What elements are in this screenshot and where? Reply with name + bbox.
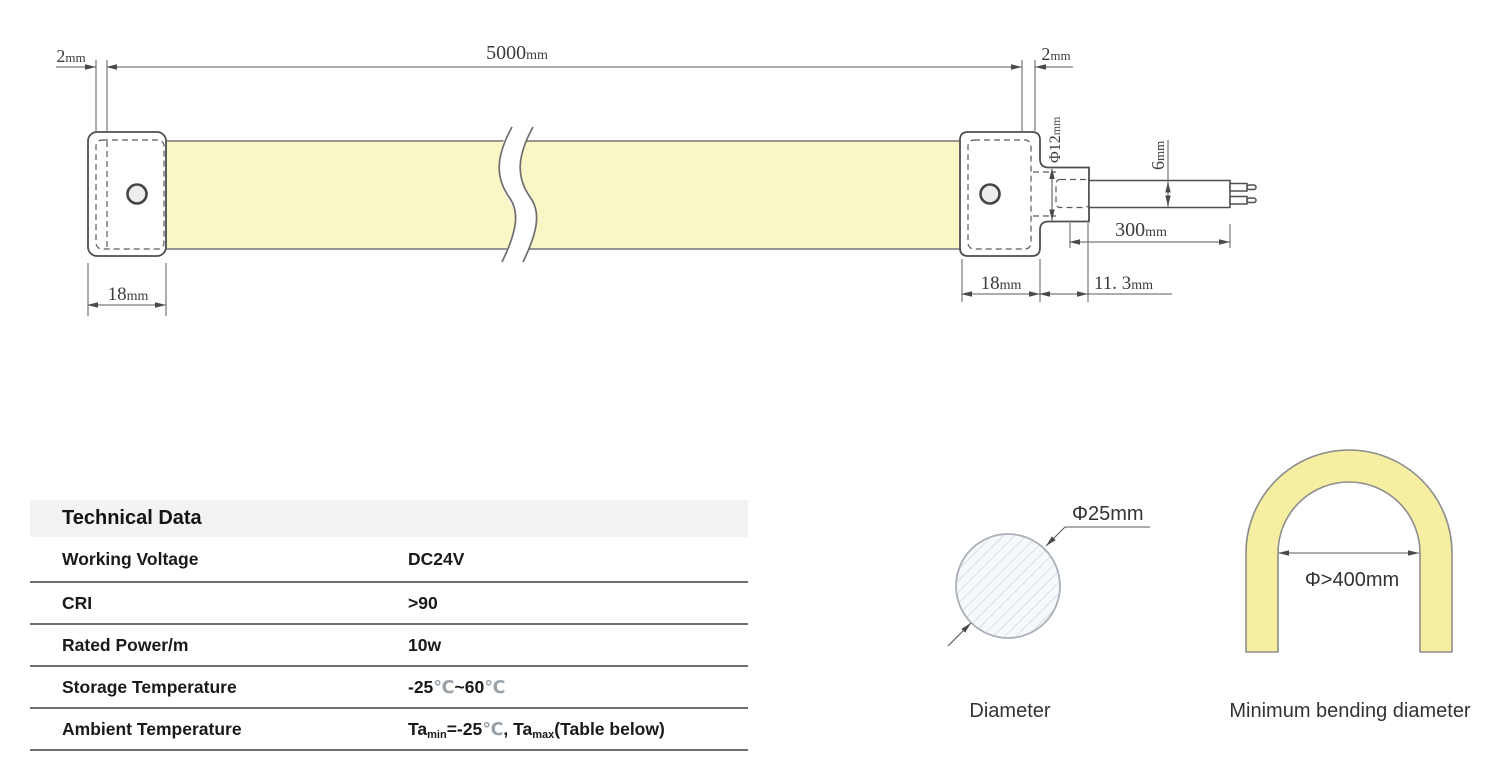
left-end-cap <box>87 131 167 257</box>
technical-data-table: Technical Data Working Voltage DC24V CRI… <box>30 500 748 751</box>
bent-strip <box>1245 449 1453 653</box>
right-end-cap <box>959 131 1090 257</box>
dim-label-11-3mm: 11. 3mm <box>1094 273 1153 294</box>
dim-label-phi12mm: Φ12mm <box>1047 116 1064 163</box>
row-label: Working Voltage <box>62 548 199 569</box>
pin-top <box>1229 182 1248 192</box>
power-cable <box>1088 179 1257 209</box>
dim-label-300mm: 300mm <box>1115 219 1167 241</box>
pin-bottom <box>1229 195 1248 205</box>
row-value: >90 <box>408 592 438 613</box>
row-label: Ambient Temperature <box>62 718 242 739</box>
left-cap-inner-dashed <box>95 139 165 250</box>
row-label: Rated Power/m <box>62 634 189 655</box>
bending-diagram: Φ>400mm <box>1245 449 1453 653</box>
bending-caption: Minimum bending diameter <box>1229 700 1471 722</box>
led-strip-body <box>165 140 962 250</box>
dim-left-cap-18mm: 18mm <box>87 263 167 316</box>
dim-label-2mm-left: 2mm <box>56 46 85 66</box>
technical-drawing: 5000mm 2mm 2mm Φ12mm 6mm 300mm <box>56 42 1257 316</box>
pin-top-tip <box>1246 184 1257 191</box>
strip-break-symbol <box>498 120 538 268</box>
row-value: Tamin=-25℃, Tamax(Table below) <box>408 718 665 741</box>
diameter-caption: Diameter <box>969 700 1051 722</box>
dim-plug-diameter: Φ12mm <box>1047 116 1064 221</box>
right-cap-inner-dashed <box>967 139 1032 250</box>
dim-label-phi25mm: Φ25mm <box>1072 503 1144 525</box>
dim-label-5000mm: 5000mm <box>486 42 548 64</box>
row-value: -25℃~60℃ <box>408 676 506 697</box>
dim-label-phi400mm: Φ>400mm <box>1305 569 1399 591</box>
pin-bottom-tip <box>1246 197 1257 204</box>
row-value: DC24V <box>408 548 465 569</box>
dim-overall-5000mm: 5000mm 2mm 2mm <box>56 42 1073 132</box>
diameter-diagram: Φ25mm <box>947 503 1150 647</box>
dim-label-6mm: 6mm <box>1148 141 1168 170</box>
dim-label-18mm-left: 18mm <box>108 284 149 305</box>
row-label: CRI <box>62 592 93 613</box>
table-row: Ambient Temperature Tamin=-25℃, Tamax(Ta… <box>30 709 748 751</box>
break-gap <box>498 120 537 268</box>
table-row: CRI >90 <box>30 583 748 625</box>
leader-line <box>1045 526 1150 547</box>
strip-tube <box>165 140 962 250</box>
break-curve-right <box>519 126 538 263</box>
right-cap-outline <box>959 131 1090 257</box>
dim-wire-6mm: 6mm <box>1148 140 1171 207</box>
dim-label-2mm-right: 2mm <box>1041 44 1070 64</box>
row-label: Storage Temperature <box>62 676 237 697</box>
dim-cable-300mm: 300mm <box>1069 219 1231 248</box>
cable <box>1088 179 1231 209</box>
right-cap-hole <box>979 183 1001 205</box>
row-value: 10w <box>408 634 442 655</box>
table-row: Rated Power/m 10w <box>30 625 748 667</box>
table-row: Working Voltage DC24V <box>30 537 748 583</box>
cross-section-hatch <box>957 535 1059 637</box>
leader-line-lower <box>947 622 972 647</box>
dim-right-cap-18mm: 18mm <box>961 223 1089 302</box>
dim-label-18mm-right: 18mm <box>981 273 1022 294</box>
break-curve-left <box>498 126 517 263</box>
left-cap-hole <box>126 183 148 205</box>
table-row: Storage Temperature -25℃~60℃ <box>30 667 748 709</box>
dim-connector-11-3mm: 11. 3mm <box>1039 273 1172 297</box>
table-title: Technical Data <box>30 500 748 537</box>
